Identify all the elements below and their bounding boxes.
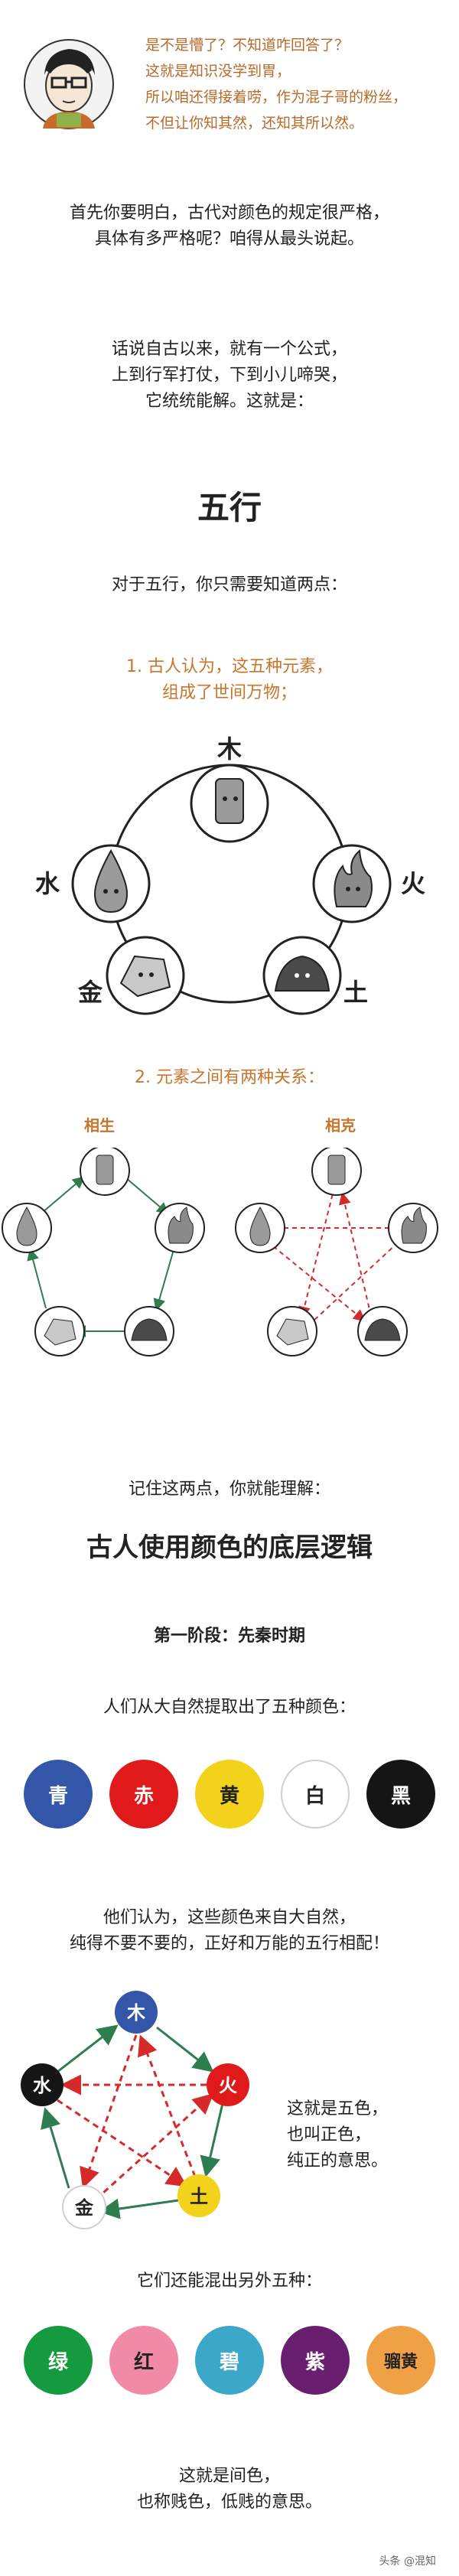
header-intro-text: 是不是懵了？不知道咋回答了？ 这就是知识没学到胃， 所以咱还得接着唠，作为混子哥… bbox=[145, 32, 451, 136]
text-line: 也称贱色，低贱的意思。 bbox=[136, 2493, 322, 2512]
earth-element: 土 bbox=[262, 936, 368, 1015]
point-2: 2. 元素之间有两种关系： bbox=[135, 1068, 324, 1087]
color-label: 白 bbox=[304, 1784, 325, 1808]
color-dot-qing: 青 bbox=[24, 1760, 93, 1829]
fire-element: 火 bbox=[312, 844, 425, 923]
point-1: 1. 古人认为，这五种元素， 组成了世间万物； bbox=[0, 654, 459, 706]
color-label: 红 bbox=[133, 2350, 154, 2374]
earth-label: 土 bbox=[343, 978, 368, 1007]
relations-diagram bbox=[2, 1148, 438, 1356]
sheng-cycle bbox=[2, 1148, 205, 1356]
color-pentagon-diagram: 木 火 土 金 水 bbox=[21, 1991, 249, 2229]
text-line: 首先你要明白，古代对颜色的规定很严格， bbox=[69, 204, 389, 223]
wood-element: 木 bbox=[190, 734, 269, 843]
pentagon-label-wood: 木 bbox=[126, 2002, 146, 2024]
color-dot-hong: 红 bbox=[109, 2326, 178, 2395]
color-label: 黄 bbox=[219, 1784, 239, 1808]
pentagon-node-water bbox=[21, 2063, 63, 2106]
header-line: 不但让你知其然，还知其所以然。 bbox=[145, 115, 364, 132]
paragraph-5: 人们从大自然提取出了五种颜色： bbox=[103, 1698, 356, 1717]
title-wuxing: 五行 bbox=[197, 489, 262, 526]
paragraph-7: 这就是五色， 也叫正色， 纯正的意思。 bbox=[287, 2096, 388, 2174]
text-line: 话说自古以来，就有一个公式， bbox=[111, 340, 347, 359]
text-line: 它统统能解。这就是： bbox=[145, 392, 314, 411]
pentagon-label-metal: 金 bbox=[74, 2197, 94, 2219]
pentagon-node-fire bbox=[207, 2063, 249, 2106]
water-label: 水 bbox=[35, 869, 60, 898]
ke-title: 相克 bbox=[325, 1116, 356, 1135]
paragraph-4: 记住这两点，你就能理解： bbox=[128, 1480, 330, 1499]
text-line: 上到行军打仗，下到小儿啼哭， bbox=[111, 366, 347, 385]
five-elements-diagram: 木 火 土 金 水 bbox=[35, 734, 425, 1015]
jianse-row: 绿 红 碧 紫 骝黄 bbox=[0, 2326, 459, 2395]
text-line: 组成了世间万物； bbox=[161, 683, 297, 702]
cartoon-avatar bbox=[24, 39, 114, 129]
intro-paragraph-2: 话说自古以来，就有一个公式， 上到行军打仗，下到小儿啼哭， 它统统能解。这就是： bbox=[0, 337, 459, 415]
paragraph-8: 它们还能混出另外五种： bbox=[136, 2272, 322, 2291]
text-line: 纯正的意思。 bbox=[287, 2151, 389, 2171]
header-line: 所以咱还得接着唠，作为混子哥的粉丝， bbox=[145, 89, 408, 106]
intro-paragraph-3: 对于五行，你只需要知道两点： bbox=[111, 575, 347, 594]
color-dot-liuhuang: 骝黄 bbox=[366, 2326, 435, 2395]
metal-element: 金 bbox=[77, 936, 185, 1015]
color-label: 赤 bbox=[133, 1784, 154, 1808]
header-line: 这就是知识没学到胃， bbox=[145, 63, 291, 80]
wood-label: 木 bbox=[216, 734, 242, 764]
pentagon-node-earth bbox=[177, 2174, 220, 2217]
color-dot-lv: 绿 bbox=[24, 2326, 93, 2395]
paragraph-9: 这就是间色， 也称贱色，低贱的意思。 bbox=[0, 2464, 459, 2516]
text-line: 1. 古人认为，这五种元素， bbox=[126, 657, 333, 676]
header-line: 是不是懵了？不知道咋回答了？ bbox=[145, 37, 350, 54]
water-element: 水 bbox=[35, 844, 151, 923]
pentagon-label-earth: 土 bbox=[190, 2186, 208, 2207]
text-line: 纯得不要不要的，正好和万能的五行相配！ bbox=[69, 1934, 389, 1953]
text-line: 他们认为，这些颜色来自大自然， bbox=[103, 1908, 356, 1927]
color-dot-hei: 黑 bbox=[366, 1760, 435, 1829]
stage-1-title: 第一阶段：先秦时期 bbox=[153, 1627, 305, 1646]
title-logic: 古人使用颜色的底层逻辑 bbox=[86, 1532, 373, 1563]
color-label: 紫 bbox=[304, 2350, 325, 2374]
color-label: 黑 bbox=[390, 1784, 411, 1808]
text-line: 这就是间色， bbox=[178, 2467, 280, 2486]
color-label: 绿 bbox=[47, 2350, 68, 2374]
ke-cycle bbox=[235, 1148, 438, 1356]
fire-label: 火 bbox=[401, 869, 425, 898]
sheng-title: 相生 bbox=[84, 1116, 115, 1135]
text-line: 具体有多严格呢？咱得从最头说起。 bbox=[94, 230, 364, 249]
color-dot-bi: 碧 bbox=[195, 2326, 264, 2395]
color-dot-huang: 黄 bbox=[195, 1760, 264, 1829]
pentagon-label-water: 水 bbox=[33, 2075, 52, 2096]
color-label: 碧 bbox=[219, 2350, 239, 2374]
color-label: 青 bbox=[47, 1784, 68, 1808]
color-dot-bai: 白 bbox=[281, 1760, 350, 1829]
text-line: 也叫正色， bbox=[287, 2125, 372, 2144]
metal-label: 金 bbox=[77, 978, 103, 1007]
text-line: 这就是五色， bbox=[287, 2099, 389, 2118]
color-label: 骝黄 bbox=[383, 2353, 418, 2372]
color-dot-chi: 赤 bbox=[109, 1760, 178, 1829]
intro-paragraph-1: 首先你要明白，古代对颜色的规定很严格， 具体有多严格呢？咱得从最头说起。 bbox=[0, 200, 459, 252]
pentagon-node-wood bbox=[115, 1991, 158, 2034]
paragraph-6: 他们认为，这些颜色来自大自然， 纯得不要不要的，正好和万能的五行相配！ bbox=[0, 1905, 459, 1957]
pentagon-label-fire: 火 bbox=[219, 2075, 237, 2096]
pentagon-node-metal bbox=[62, 2185, 106, 2229]
color-dot-zi: 紫 bbox=[281, 2326, 350, 2395]
footer-watermark: 头条 @混知 bbox=[379, 2555, 436, 2568]
zhengse-row: 青 赤 黄 白 黑 bbox=[0, 1760, 459, 1829]
